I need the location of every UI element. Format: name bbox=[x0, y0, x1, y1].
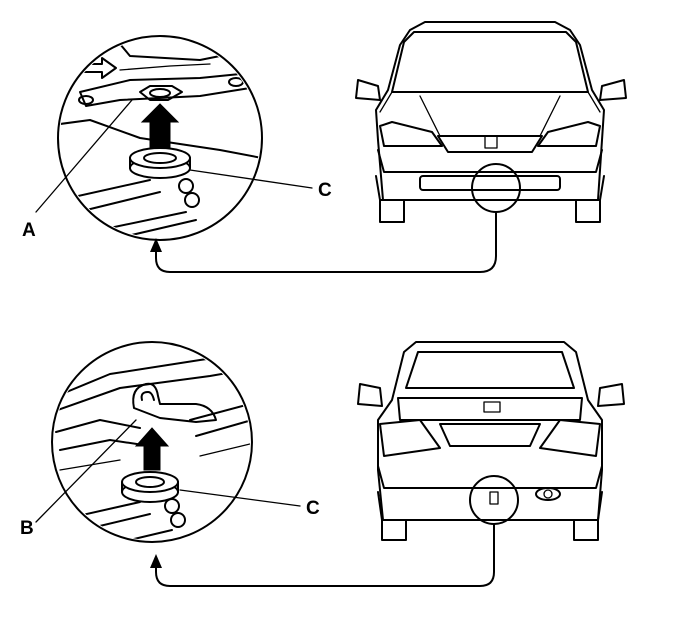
front-car-view bbox=[355, 21, 627, 223]
rear-leader-line bbox=[155, 523, 495, 587]
callout-c-bottom: C bbox=[306, 498, 320, 519]
callout-a-leader bbox=[35, 99, 133, 213]
front-detail-view bbox=[57, 35, 263, 241]
rear-left-mirror-icon bbox=[357, 383, 383, 407]
callout-b: B bbox=[20, 518, 34, 539]
lift-arrow-icon bbox=[140, 103, 180, 149]
callout-b-leader bbox=[35, 419, 137, 523]
callout-c-bottom-leader bbox=[179, 489, 301, 507]
left-mirror-icon bbox=[355, 79, 381, 101]
right-mirror-icon bbox=[599, 79, 627, 101]
rear-leader-arrowhead-icon bbox=[150, 554, 162, 568]
front-leader-line bbox=[155, 211, 497, 273]
rear-jack-point-mark-icon bbox=[489, 491, 499, 505]
rear-car-view bbox=[357, 341, 625, 541]
rear-detail-view bbox=[51, 341, 253, 543]
callout-c-top-leader bbox=[189, 169, 313, 189]
rear-lift-arrow-icon bbox=[134, 427, 170, 471]
rear-right-mirror-icon bbox=[597, 383, 625, 407]
callout-c-top: C bbox=[318, 180, 332, 201]
front-leader-arrowhead-icon bbox=[150, 238, 162, 252]
rear-jack-point-marker bbox=[469, 475, 519, 525]
callout-a: A bbox=[22, 220, 36, 241]
